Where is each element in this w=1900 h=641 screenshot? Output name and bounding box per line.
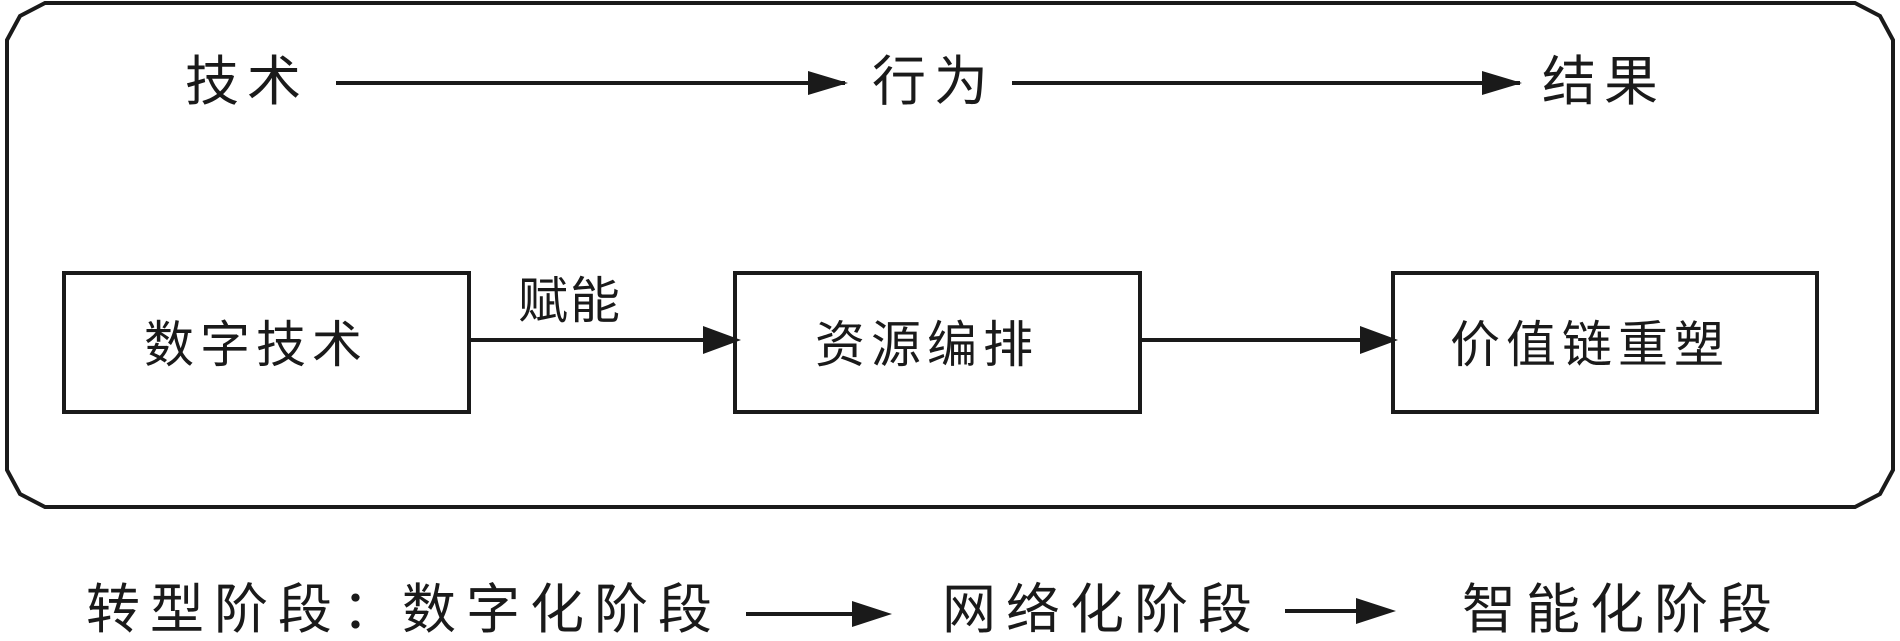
stage-prefix: 转型阶段： [86, 578, 406, 641]
stage-digitalization: 数字化阶段 [402, 578, 722, 641]
arrowhead-technology-to-behavior [808, 71, 848, 95]
arrowhead-stage-2-to-3 [1356, 598, 1396, 624]
label-behavior: 行为 [872, 50, 996, 113]
label-result: 结果 [1542, 50, 1666, 113]
arrowhead-technology-to-orchestration [703, 326, 741, 354]
box-resource-orchestration [733, 271, 1142, 414]
box-resource-orchestration-label: 资源编排 [815, 316, 1039, 374]
label-technology: 技术 [185, 50, 309, 113]
stage-networking: 网络化阶段 [942, 578, 1262, 641]
box-value-chain-reshaping [1391, 271, 1819, 414]
edge-label-empowerment: 赋能 [518, 272, 622, 330]
box-digital-technology-label: 数字技术 [144, 316, 368, 374]
box-value-chain-reshaping-label: 价值链重塑 [1450, 316, 1730, 374]
arrowhead-orchestration-to-reshaping [1360, 326, 1398, 354]
outer-frame [5, 1, 1895, 509]
arrowhead-stage-1-to-2 [852, 601, 892, 627]
arrowhead-behavior-to-result [1482, 71, 1522, 95]
stage-intelligentization: 智能化阶段 [1462, 578, 1782, 641]
box-digital-technology [62, 271, 471, 414]
